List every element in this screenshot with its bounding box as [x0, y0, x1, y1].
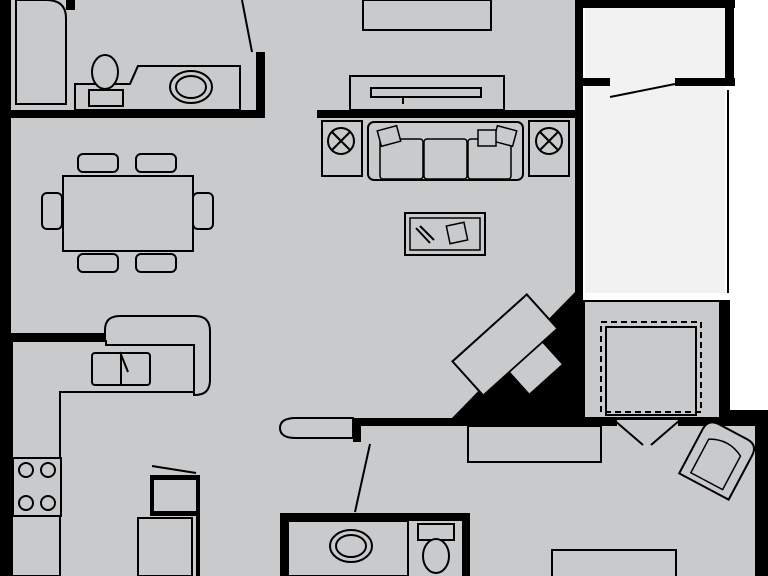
dining-table	[62, 175, 194, 252]
wall-tv	[317, 110, 575, 118]
lamp-right-x2	[539, 131, 559, 151]
chair-top-1	[77, 153, 119, 173]
toilet-tank	[88, 89, 124, 107]
wall-balcony-door-left	[583, 78, 610, 86]
wall-bath-right	[256, 52, 265, 118]
wall-pantry-left	[150, 475, 154, 515]
bed	[551, 549, 677, 576]
closet-shelf	[600, 321, 702, 413]
lamp-left-x2	[331, 131, 351, 151]
bathroom-top	[15, 0, 253, 111]
bathtub	[15, 0, 67, 105]
wall-outer-right	[755, 420, 768, 576]
wall-bath2-top	[280, 513, 470, 521]
living-cabinet-top	[362, 0, 492, 31]
pillow-mid	[477, 129, 497, 147]
closet-door-right	[650, 419, 681, 446]
bath2-sink-basin	[335, 534, 367, 558]
closet	[585, 302, 719, 446]
wall-balcony-right	[725, 0, 734, 85]
wall-pantry-right	[196, 475, 200, 576]
bath-door-swing	[241, 0, 253, 53]
coffee-table-item-1	[415, 227, 431, 244]
wall-bedroom-top-right	[678, 418, 758, 426]
coffee-table-item-2	[419, 225, 435, 241]
bedroom	[354, 421, 761, 576]
wall-bath2-left	[280, 513, 288, 576]
wall-left	[0, 0, 11, 576]
closet-door-left	[613, 419, 644, 446]
living-area	[321, 0, 729, 293]
bath2-toilet-tank	[417, 523, 455, 541]
sofa-cushion-2	[423, 138, 468, 180]
kitchen-faucet	[119, 351, 129, 373]
chair-right	[192, 192, 214, 230]
wall-bath2-right	[462, 513, 470, 576]
pillow-left	[376, 124, 402, 148]
armchair-seat	[689, 438, 742, 491]
entry-desk	[451, 293, 564, 397]
toilet-bowl	[91, 54, 119, 90]
wall-bath-top	[66, 0, 75, 10]
desk-chair	[508, 340, 564, 396]
entry-shelf	[278, 417, 354, 439]
wall-balcony-top	[575, 0, 735, 8]
chair-top-2	[135, 153, 177, 173]
chair-bottom-1	[77, 253, 119, 273]
wall-bedroom-top	[355, 418, 617, 426]
dining-area	[41, 153, 214, 273]
closet-rod	[605, 326, 697, 416]
pantry-door-swing	[151, 465, 197, 474]
wall-closet-right	[720, 300, 730, 420]
coffee-table-book	[445, 221, 469, 245]
wall-bedroom-stub	[353, 418, 361, 442]
bath-sink-basin	[175, 75, 207, 99]
tv	[370, 87, 482, 98]
wall-balcony-door-right	[675, 78, 735, 86]
dresser	[467, 425, 602, 463]
stove-burner-2	[40, 462, 56, 478]
wall-pantry-top	[150, 475, 200, 480]
kitchen	[11, 315, 211, 576]
bedroom-door-swing	[354, 443, 371, 513]
stove-burner-3	[18, 495, 34, 511]
wall-pantry-bottom	[150, 511, 200, 516]
balcony-door-swing	[609, 83, 676, 98]
refrigerator	[137, 517, 193, 576]
wall-bath-bottom	[10, 110, 265, 118]
chair-bottom-2	[135, 253, 177, 273]
chair-left	[41, 192, 63, 230]
bathroom-bottom	[287, 520, 455, 576]
balcony-area	[585, 8, 725, 293]
wall-kitchen-top	[10, 333, 106, 341]
stove-burner-1	[18, 462, 34, 478]
stove-burner-4	[40, 495, 56, 511]
bath2-toilet-bowl	[422, 538, 450, 574]
sofa-cushion-1	[379, 138, 424, 180]
kitchen-counter	[11, 340, 195, 576]
